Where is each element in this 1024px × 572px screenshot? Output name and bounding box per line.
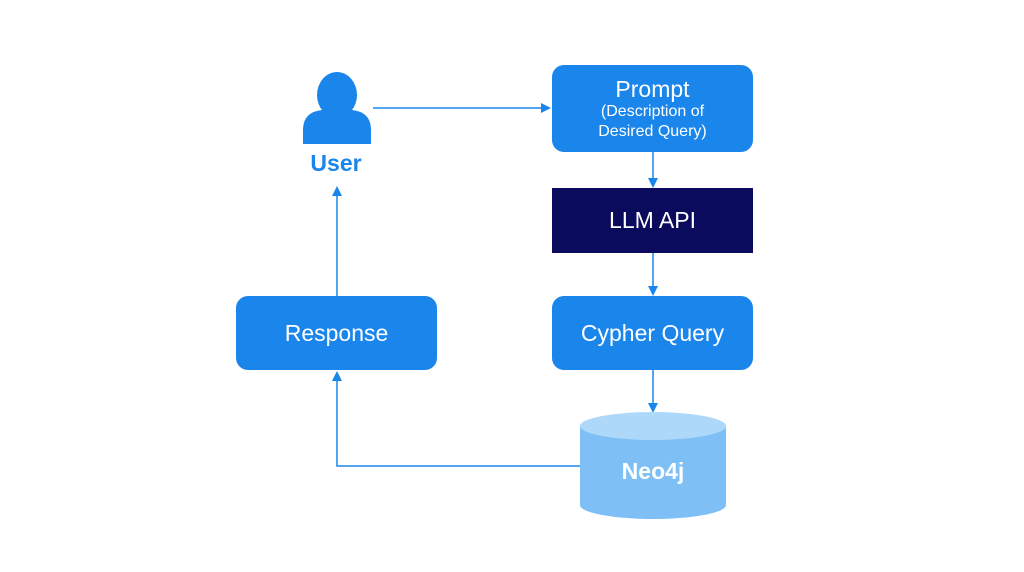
response-label: Response: [284, 319, 389, 346]
neo4j-database-icon: [580, 412, 726, 519]
cypher-query-label: Cypher Query: [580, 319, 725, 346]
prompt-subtitle-line1: (Description of: [600, 102, 705, 120]
llm-api-box: LLM API: [552, 188, 753, 253]
prompt-subtitle-line2: Desired Query): [598, 122, 707, 140]
llm-api-label: LLM API: [609, 207, 696, 233]
user-icon: [303, 72, 371, 144]
neo4j-label: Neo4j: [621, 458, 685, 484]
prompt-box: Prompt (Description of Desired Query): [552, 65, 753, 152]
arrow-neo4j-to-response: [332, 371, 580, 467]
response-box: Response: [236, 296, 437, 370]
user-label: User: [310, 150, 362, 176]
prompt-title: Prompt: [615, 75, 690, 102]
cypher-query-box: Cypher Query: [552, 296, 753, 370]
